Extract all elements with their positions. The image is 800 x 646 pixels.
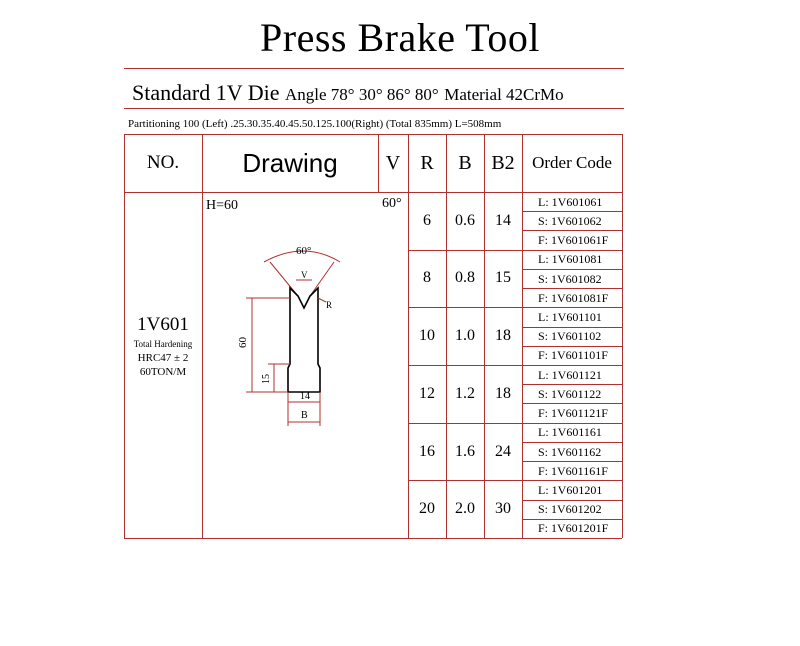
title-rule (124, 68, 624, 69)
cell-b2: 15 (495, 269, 511, 287)
order-code: S: 1V601082 (538, 271, 602, 286)
order-code: L: 1V601061 (538, 194, 603, 209)
order-code: L: 1V601121 (538, 367, 602, 382)
order-code: L: 1V601101 (538, 309, 602, 324)
model-tonnage: 60TON/M (139, 366, 187, 378)
cell-b2: 18 (495, 384, 511, 402)
cell-r: 12 (419, 384, 435, 402)
header-b: B (458, 151, 472, 174)
code-rule (522, 441, 622, 443)
order-code: F: 1V601081F (538, 290, 609, 305)
col-rule (408, 134, 409, 538)
step-label: 15 (261, 374, 272, 384)
drawing-angle: 60° (382, 196, 402, 211)
drawing-height: H=60 (206, 198, 239, 213)
die-profile-drawing: 60° V R 60 15 14 B (237, 245, 341, 426)
col-rule (622, 134, 623, 538)
table-bottom-rule (124, 538, 622, 539)
row-rule (408, 422, 622, 424)
cell-b: 1.6 (455, 442, 475, 460)
col-rule (124, 134, 125, 538)
col-rule (446, 134, 447, 538)
height-label: 60 (237, 337, 249, 349)
b-label: B (301, 410, 308, 421)
code-rule (522, 288, 622, 290)
order-code: L: 1V601201 (538, 482, 603, 497)
order-code: S: 1V601102 (538, 329, 602, 344)
cell-r: 8 (423, 269, 431, 287)
die-subtitle: Standard 1V Die Angle 78° 30° 86° 80° Ma… (132, 80, 564, 106)
die-angles: Angle 78° 30° 86° 80° (284, 85, 439, 104)
cell-b2: 18 (495, 327, 511, 345)
order-code: F: 1V601061F (538, 233, 609, 248)
b2-label: 14 (300, 391, 310, 402)
cell-r: 6 (423, 211, 431, 229)
cell-r: 16 (419, 442, 435, 460)
cell-b2: 30 (495, 500, 511, 518)
angle-label: 60° (296, 245, 311, 257)
order-code: F: 1V601101F (538, 348, 608, 363)
code-rule (522, 211, 622, 213)
order-code: S: 1V601122 (538, 386, 602, 401)
col-rule (378, 134, 379, 192)
die-outline (287, 286, 321, 393)
table-top-rule (124, 134, 622, 135)
subtitle-rule (124, 108, 624, 109)
cell-b: 0.6 (455, 211, 475, 229)
col-rule (484, 134, 485, 538)
header-order-code: Order Code (532, 153, 612, 172)
die-name: Standard 1V Die (132, 80, 280, 105)
code-rule (522, 403, 622, 405)
cell-b2: 24 (495, 442, 511, 460)
col-rule (522, 134, 523, 538)
order-code: S: 1V601062 (538, 213, 602, 228)
col-rule (202, 134, 203, 538)
r-label: R (326, 300, 332, 310)
cell-r: 10 (419, 327, 435, 345)
row-rule (408, 480, 622, 482)
code-rule (522, 326, 622, 328)
order-code: L: 1V601081 (538, 252, 603, 267)
code-rule (522, 461, 622, 463)
angle-leg (309, 261, 335, 297)
die-material: Material 42CrMo (444, 85, 564, 104)
header-v: V (385, 151, 401, 174)
row-rule (408, 249, 622, 251)
row-rule (408, 307, 622, 309)
model-name: 1V601 (137, 314, 189, 335)
order-code: S: 1V601162 (538, 444, 602, 459)
v-label: V (301, 270, 308, 280)
r-leader (317, 297, 327, 303)
header-bottom-rule (124, 192, 622, 193)
code-rule (522, 230, 622, 232)
header-b2: B2 (491, 151, 515, 174)
header-drawing: Drawing (242, 147, 338, 178)
header-no: NO. (146, 152, 180, 173)
row-rule (408, 365, 622, 366)
cell-b: 1.2 (455, 384, 475, 402)
cell-b2: 14 (495, 211, 511, 229)
cell-r: 20 (419, 500, 435, 518)
order-code: F: 1V601161F (538, 463, 608, 478)
cell-b: 0.8 (455, 269, 475, 287)
cell-b: 1.0 (455, 327, 475, 345)
model-hardening: Total Hardening (133, 339, 193, 349)
code-rule (522, 384, 622, 386)
code-rule (522, 268, 622, 270)
order-code: F: 1V601121F (538, 406, 608, 421)
order-code: F: 1V601201F (538, 521, 609, 536)
page-title: Press Brake Tool (260, 15, 540, 60)
cell-b: 2.0 (455, 500, 475, 518)
angle-arc (263, 250, 341, 263)
code-rule (522, 345, 622, 347)
header-r: R (420, 151, 434, 174)
order-code: S: 1V601202 (538, 502, 602, 517)
model-hrc: HRC47 ± 2 (137, 352, 189, 364)
code-rule (522, 499, 622, 501)
order-code: L: 1V601161 (538, 425, 602, 440)
partitioning-note: Partitioning 100 (Left) .25.30.35.40.45.… (128, 118, 502, 130)
code-rule (522, 518, 622, 520)
